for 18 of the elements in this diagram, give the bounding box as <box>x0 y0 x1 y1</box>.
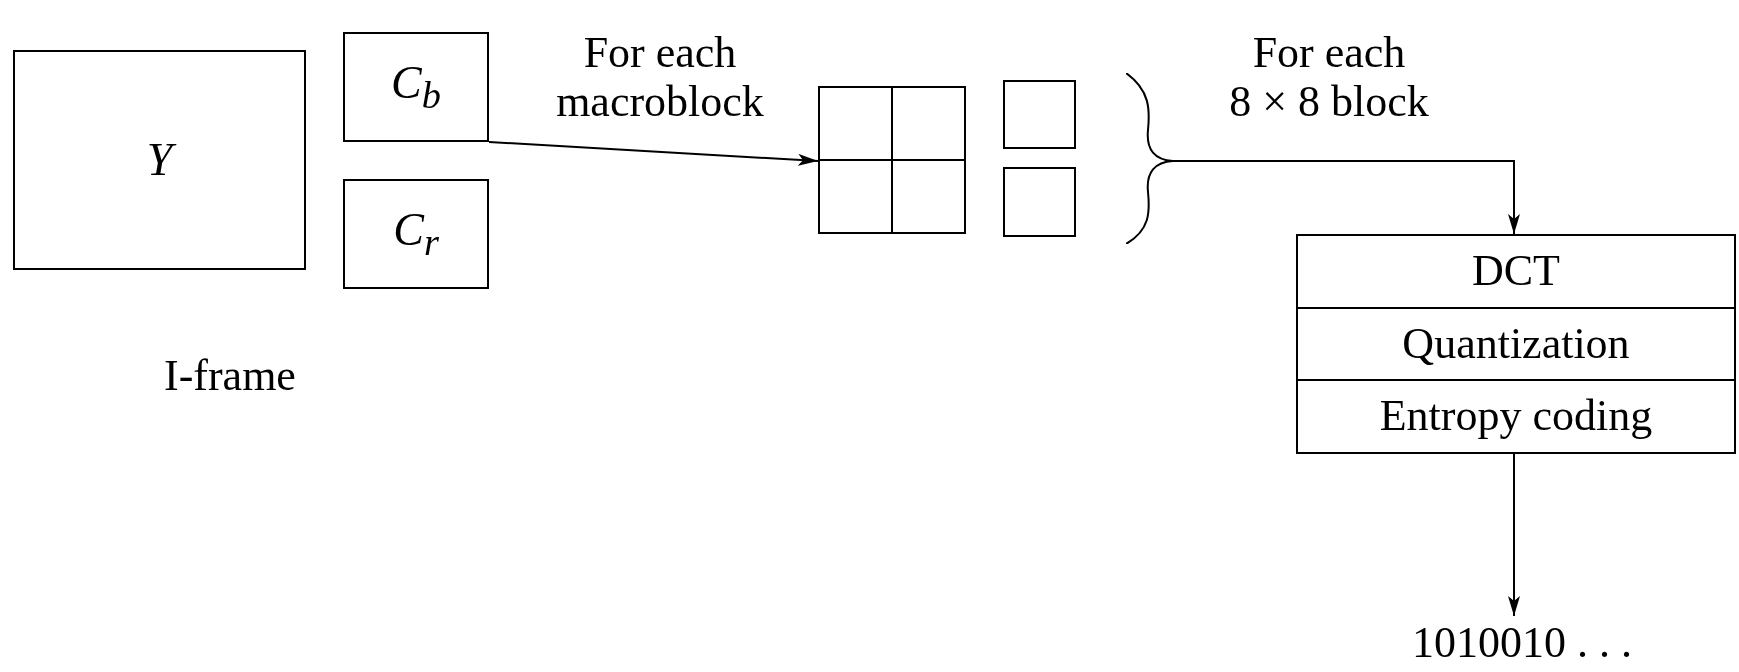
plane-box <box>343 179 489 289</box>
step-label: Entropy coding <box>1379 392 1653 441</box>
macroblock-grid <box>818 86 966 234</box>
step-label: DCT <box>1472 247 1560 296</box>
step-label: Quantization <box>1402 319 1630 369</box>
block-box <box>1003 167 1076 237</box>
arrow <box>1172 160 1520 235</box>
box-label: C$_{r}$ <box>393 204 439 264</box>
arrow <box>488 141 819 166</box>
block-box <box>1003 80 1076 149</box>
plane-box <box>343 32 489 142</box>
plane-box <box>13 50 306 270</box>
frame-label: I-frame <box>164 350 296 401</box>
arrow <box>1508 453 1520 617</box>
box-label: C$_{b}$ <box>391 57 441 117</box>
process-stack <box>1296 234 1736 454</box>
curly-brace <box>1126 73 1173 244</box>
output-text: 1010010 . . . <box>1412 618 1632 668</box>
